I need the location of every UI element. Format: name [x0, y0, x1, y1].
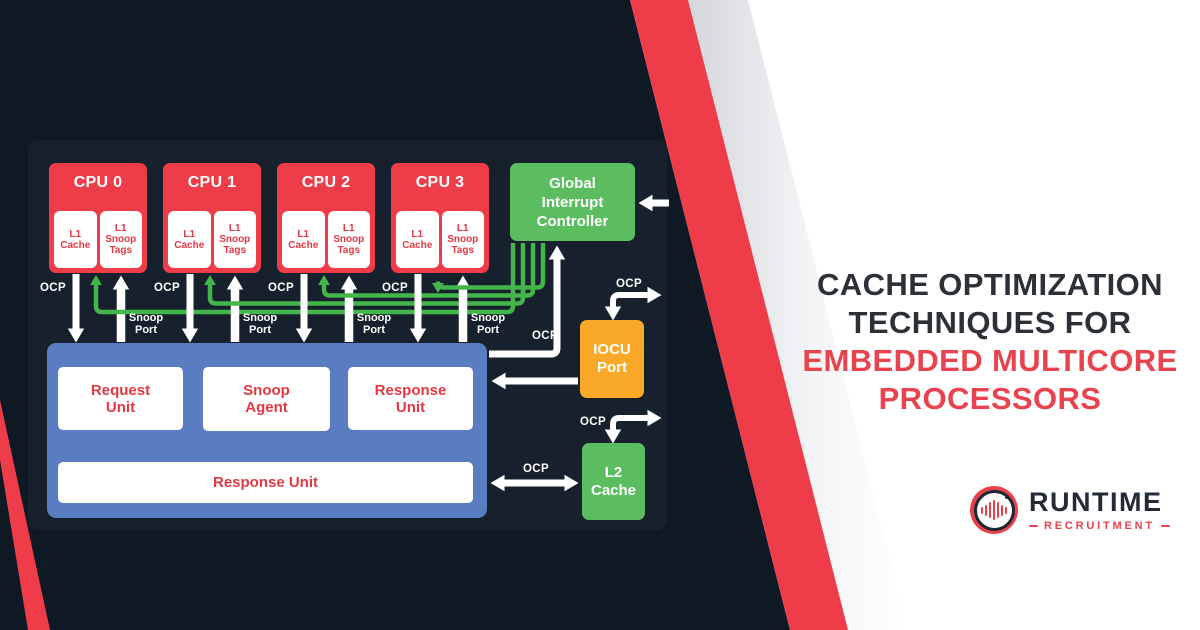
- response-unit-box: Response Unit: [348, 367, 473, 430]
- global-interrupt-controller-box: Global Interrupt Controller: [510, 163, 635, 241]
- cpu-block-1: CPU 1 L1 Cache L1 Snoop Tags: [163, 163, 261, 273]
- cpu-label: CPU 2: [301, 174, 351, 191]
- gic-to-cpu1-green-route: [204, 243, 526, 306]
- gic-label: Global Interrupt Controller: [536, 174, 609, 230]
- gic-to-cpu3-green-route: [432, 243, 546, 293]
- response-unit-label: Response Unit: [374, 381, 447, 416]
- iocu-port-box: IOCU Port: [580, 320, 644, 398]
- red-diagonal-band: [630, 0, 848, 630]
- response-unit-wide-label: Response Unit: [212, 474, 318, 491]
- cpu-label: CPU 1: [187, 174, 237, 191]
- headline-line-2: TECHNIQUES FOR: [848, 305, 1132, 340]
- ocp-label-cpu-0: OCP: [39, 282, 67, 294]
- gic-to-cpu2-green-route: [318, 243, 536, 298]
- headline-line-4: PROCESSORS: [878, 381, 1102, 416]
- logo-sub-text: RECRUITMENT: [1044, 520, 1155, 532]
- request-unit-label: Request Unit: [90, 381, 151, 416]
- red-corner-stripe: [0, 400, 50, 630]
- ocp-label-cpu-3: OCP: [381, 282, 409, 294]
- headline-line-1: CACHE OPTIMIZATION: [817, 267, 1163, 302]
- coherence-bus-box: Request Unit Snoop Agent Response Unit R…: [47, 343, 487, 518]
- headline-line-3: EMBEDDED MULTICORE: [802, 343, 1178, 378]
- snoop-port-label-cpu-3: Snoop Port: [470, 312, 506, 336]
- ocp-label-gic: OCP: [531, 330, 559, 342]
- l1-cache-box: L1 Cache: [168, 211, 211, 268]
- logo-dash-left: [1029, 524, 1038, 528]
- ocp-label-l2-bus: OCP: [522, 463, 550, 475]
- ocp-label-cpu-2: OCP: [267, 282, 295, 294]
- l2-label: L2 Cache: [590, 463, 637, 499]
- waveform-logo-icon: [970, 486, 1018, 534]
- iocu-label: IOCU Port: [593, 341, 631, 376]
- cpu-label: CPU 3: [415, 174, 465, 191]
- snoop-agent-box: Snoop Agent: [203, 367, 330, 431]
- snoop-agent-label: Snoop Agent: [243, 382, 290, 416]
- bus-to-gic-arrow: [489, 245, 566, 358]
- logo-dash-right: [1160, 524, 1170, 528]
- l1-snoop-tags-box: L1 Snoop Tags: [327, 211, 370, 268]
- iocu-top-ocp-arrow: [604, 286, 662, 321]
- l1-cache-box: L1 Cache: [396, 211, 439, 268]
- cpu-block-3: CPU 3 L1 Cache L1 Snoop Tags: [391, 163, 489, 273]
- snoop-port-label-cpu-2: Snoop Port: [356, 312, 392, 336]
- l1-snoop-tags-box: L1 Snoop Tags: [441, 211, 484, 268]
- ocp-label-l2-top: OCP: [579, 416, 607, 428]
- logo-sub-row: RECRUITMENT: [1029, 520, 1170, 532]
- logo-dot: [1005, 495, 1009, 499]
- snoop-port-label-cpu-0: Snoop Port: [128, 312, 164, 336]
- cpu-label: CPU 0: [73, 174, 123, 191]
- l1-snoop-tags-box: L1 Snoop Tags: [213, 211, 256, 268]
- l1-cache-box: L1 Cache: [282, 211, 325, 268]
- l2-cache-box: L2 Cache: [582, 443, 645, 520]
- ocp-label-cpu-1: OCP: [153, 282, 181, 294]
- logo-brand-text: RUNTIME: [1029, 487, 1163, 517]
- cpu-block-2: CPU 2 L1 Cache L1 Snoop Tags: [277, 163, 375, 273]
- runtime-recruitment-logo: RUNTIME RECRUITMENT: [970, 486, 1170, 534]
- l2-top-ocp-arrow: [604, 409, 662, 444]
- snoop-port-label-cpu-1: Snoop Port: [242, 312, 278, 336]
- cpu-block-0: CPU 0 L1 Cache L1 Snoop Tags: [49, 163, 147, 273]
- band-shadow: [688, 0, 908, 630]
- request-unit-box: Request Unit: [58, 367, 183, 430]
- response-unit-wide-box: Response Unit: [58, 462, 473, 503]
- ocp-label-iocu: OCP: [615, 278, 643, 290]
- headline: CACHE OPTIMIZATION TECHNIQUES FOR EMBEDD…: [780, 266, 1200, 418]
- l1-snoop-tags-box: L1 Snoop Tags: [99, 211, 142, 268]
- l1-cache-box: L1 Cache: [54, 211, 97, 268]
